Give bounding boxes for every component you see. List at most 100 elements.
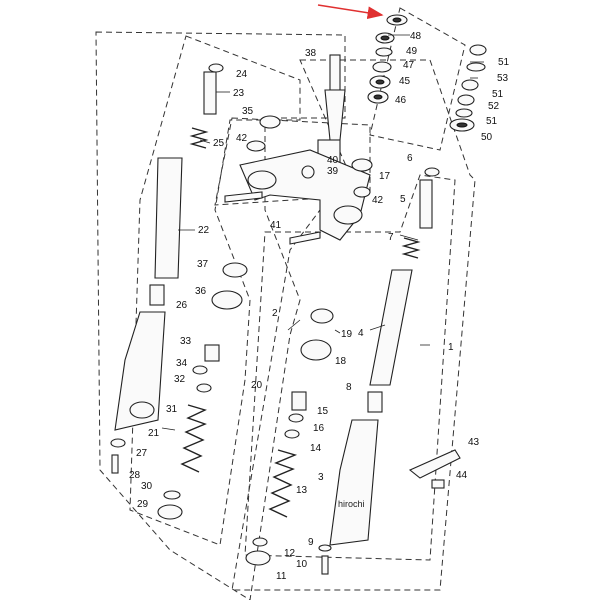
callout-43: 43 — [468, 437, 480, 448]
highlight-arrow — [317, 4, 384, 20]
callout-23: 23 — [233, 88, 245, 99]
outer-tube-left — [114, 311, 166, 431]
leader-lines — [161, 34, 484, 431]
callout-2: 2 — [272, 308, 278, 319]
clip-12 — [252, 537, 268, 547]
callout-15: 15 — [317, 406, 329, 417]
oring-14 — [284, 429, 300, 439]
callout-25: 25 — [213, 138, 225, 149]
callout-labels: 1 2 3 4 5 6 7 8 9 10 11 12 13 14 15 16 1… — [129, 31, 510, 582]
callout-17: 17 — [379, 171, 391, 182]
callout-28: 28 — [129, 470, 141, 481]
seal-37 — [222, 262, 248, 278]
cap-35 — [259, 115, 281, 129]
steering-stem — [317, 54, 346, 171]
seal-11 — [245, 550, 271, 566]
fork-tube-right — [369, 269, 413, 386]
seal-18 — [300, 339, 332, 361]
callout-3: 3 — [318, 472, 324, 483]
damper-rod-right — [419, 179, 433, 229]
callout-16: 16 — [313, 423, 325, 434]
callout-34: 34 — [176, 358, 188, 369]
callout-45: 45 — [399, 76, 411, 87]
outer-tube-left-foot — [129, 401, 155, 419]
callout-11: 11 — [276, 571, 287, 582]
callout-50: 50 — [481, 132, 493, 143]
callout-24: 24 — [236, 69, 248, 80]
collar-15 — [291, 391, 307, 411]
callout-51a: 51 — [498, 57, 510, 68]
callout-1: 1 — [448, 342, 454, 353]
spring-31 — [180, 404, 207, 473]
cap-17 — [351, 158, 373, 172]
callout-39: 39 — [327, 166, 339, 177]
callout-10: 10 — [296, 559, 308, 570]
bolt-28 — [111, 454, 119, 474]
callout-32: 32 — [174, 374, 186, 385]
callout-51c: 51 — [486, 116, 498, 127]
bearing-stack-right — [449, 44, 487, 132]
callout-48: 48 — [410, 31, 422, 42]
callout-33: 33 — [180, 336, 192, 347]
callout-18: 18 — [335, 356, 347, 367]
callout-44: 44 — [456, 470, 468, 481]
outline-bracket — [214, 117, 371, 206]
spring-13 — [268, 449, 298, 518]
callout-4: 4 — [358, 328, 364, 339]
callout-49: 49 — [406, 46, 418, 57]
watermark: hirochi — [338, 499, 365, 509]
callout-13: 13 — [296, 485, 308, 496]
damper-rod-left — [203, 71, 217, 115]
washer-9 — [318, 544, 332, 552]
bolt-left — [224, 191, 263, 203]
callout-53: 53 — [497, 73, 509, 84]
washer-6 — [424, 167, 440, 177]
callout-40: 40 — [327, 155, 339, 166]
callout-51b: 51 — [492, 89, 504, 100]
callout-8: 8 — [346, 382, 352, 393]
callout-37: 37 — [197, 259, 209, 270]
callout-21: 21 — [148, 428, 160, 439]
seal-19 — [310, 308, 334, 324]
outer-tube-right — [329, 419, 379, 546]
clip-42-right — [353, 186, 371, 198]
callout-42b: 42 — [372, 195, 384, 206]
callout-7: 7 — [388, 232, 394, 243]
callout-26: 26 — [176, 300, 188, 311]
collar-8 — [367, 391, 383, 413]
bolt-10 — [321, 555, 329, 575]
clip-42-left — [246, 140, 266, 152]
callout-31: 31 — [166, 404, 178, 415]
clip-16 — [288, 413, 304, 423]
callout-52: 52 — [488, 101, 500, 112]
bracket-43 — [408, 449, 461, 479]
outline-inner-right — [244, 174, 456, 561]
callout-22: 22 — [198, 225, 210, 236]
bolt-44 — [431, 479, 445, 489]
callout-20: 20 — [251, 380, 263, 391]
outline-right-fork — [231, 59, 476, 591]
outline-bearing-set — [369, 7, 466, 151]
washer-27 — [110, 438, 126, 448]
callout-12: 12 — [284, 548, 296, 559]
fork-tube-left — [154, 157, 183, 279]
callout-47: 47 — [403, 60, 415, 71]
callout-41: 41 — [270, 220, 282, 231]
callout-35: 35 — [242, 106, 254, 117]
callout-36: 36 — [195, 286, 207, 297]
callout-19: 19 — [341, 329, 353, 340]
callout-14: 14 — [310, 443, 322, 454]
washer-24 — [208, 63, 224, 73]
spring-7 — [401, 237, 421, 259]
callout-42a: 42 — [236, 133, 248, 144]
clip-30 — [163, 490, 181, 500]
clip-34 — [192, 365, 208, 375]
callout-9: 9 — [308, 537, 314, 548]
spring-25 — [189, 127, 209, 149]
callout-29: 29 — [137, 499, 149, 510]
callout-46: 46 — [395, 95, 407, 106]
bolt-41 — [289, 231, 321, 245]
callout-6: 6 — [407, 153, 413, 164]
